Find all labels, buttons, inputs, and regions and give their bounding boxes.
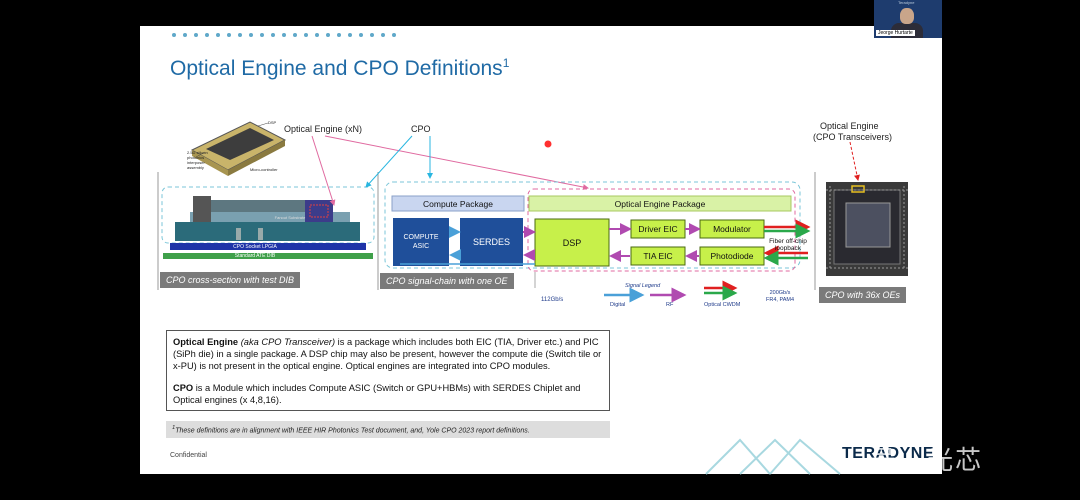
- photodiode-label: Photodiode: [710, 251, 754, 261]
- cross-section-socket-label: CPO Socket LPGIA: [233, 243, 277, 250]
- label-cpo: CPO: [411, 124, 431, 134]
- teradyne-deco-lines: [705, 438, 841, 475]
- compute-asic-block: [393, 218, 449, 266]
- oe-package-bar: [528, 195, 792, 212]
- rate-112-label: 112Gb/s: [541, 297, 564, 303]
- legend-optical: Optical CWDM: [704, 302, 741, 308]
- fiber-loopback-label: Fiber off-chip loopback: [769, 238, 807, 252]
- tiny-note-microcontroller: Micro-controller: [250, 167, 278, 172]
- cross-section-fanout-label: Fanout Substrate: [274, 214, 306, 220]
- driver-eic-label: Driver EIC: [638, 224, 678, 234]
- label-optical-engine-right: Optical Engine: [820, 121, 879, 131]
- pointer-dot: [543, 139, 553, 149]
- caption-signal-chain: CPO signal-chain with one OE: [380, 273, 514, 289]
- label-cpo-transceivers: (CPO Transceivers): [813, 132, 893, 142]
- oe-package-dashed-box: [527, 188, 796, 272]
- oe-package-label: Optical Engine Package: [614, 198, 706, 209]
- oe-module-photo-art: [826, 182, 908, 276]
- cross-section-dib-label: Standard ATE DIB: [234, 253, 276, 259]
- webcam-top-label: Teradyne: [898, 0, 915, 5]
- caption-36x-oe: CPO with 36x OEs: [819, 287, 907, 303]
- package-photo: [190, 121, 287, 176]
- confidential-label: Confidential: [170, 452, 207, 459]
- legend-rf: RF: [666, 302, 674, 308]
- header-dots-decoration: [172, 33, 396, 37]
- caption-cross-section: CPO cross-section with test DIB: [160, 272, 301, 288]
- compute-asic-label: COMPUTE ASIC: [403, 234, 439, 250]
- cross-section-layers: [163, 196, 373, 259]
- legend-digital: Digital: [610, 302, 626, 308]
- definition-optical-engine: Optical Engine (aka CPO Transceiver) is …: [173, 337, 602, 371]
- presenter-head: [900, 8, 914, 24]
- slide-title: Optical Engine and CPO Definitions1: [170, 56, 510, 80]
- serdes-label: SERDES: [472, 237, 510, 247]
- cross-section-frame: [161, 186, 375, 244]
- presenter-name-label: Jeorge Hurtarte: [876, 30, 915, 36]
- tiny-note-interposer: 2.5D silicon photonics interposer assemb…: [187, 150, 208, 170]
- tia-eic-label: TIA EIC: [643, 251, 673, 261]
- dsp-block: [534, 218, 610, 267]
- tiny-note-dsp: DSP: [268, 120, 277, 125]
- serdes-block: [460, 218, 523, 266]
- footnote: 1These definitions are in alignment with…: [166, 421, 610, 438]
- definitions-box: Optical Engine (aka CPO Transceiver) is …: [166, 330, 610, 411]
- legend-title: Signal Legend: [625, 283, 661, 289]
- presenter-webcam[interactable]: Teradyne Jeorge Hurtarte: [874, 0, 942, 38]
- cpo-dashed-box: [384, 181, 801, 269]
- modulator-label: Modulator: [713, 224, 751, 234]
- dsp-label: DSP: [562, 237, 582, 248]
- compute-package-label: Compute Package: [423, 198, 493, 209]
- teradyne-logo: TERADYNE: [842, 445, 935, 462]
- rate-200-label: 200Gb/s FR4, PAM4: [766, 290, 795, 303]
- label-optical-engine-xn: Optical Engine (xN): [284, 124, 363, 134]
- definition-cpo: CPO is a Module which includes Compute A…: [173, 383, 581, 405]
- compute-package-bar: [391, 195, 525, 212]
- watermark-overlay: 号 · 光芯: [870, 445, 984, 475]
